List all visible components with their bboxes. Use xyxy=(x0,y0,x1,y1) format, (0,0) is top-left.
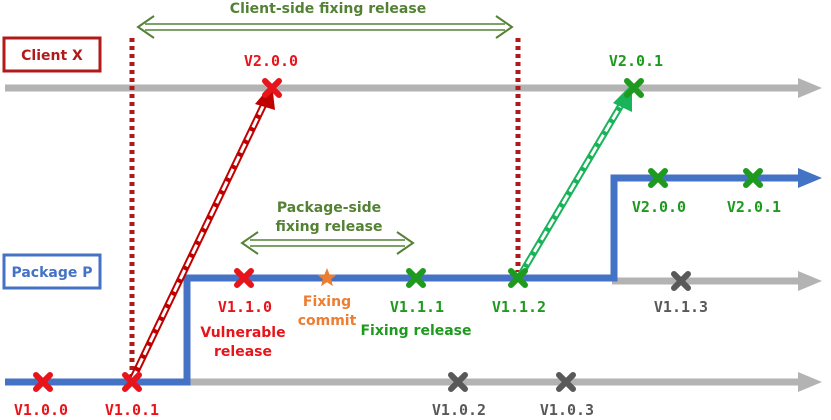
client-side-window-arrow xyxy=(136,15,514,39)
pkg-v100-label: V1.0.0 xyxy=(14,401,68,419)
pkg-v200-label: V2.0.0 xyxy=(632,198,686,216)
pkg-v110-marker xyxy=(234,268,254,288)
fixing-commit-label-1: Fixing xyxy=(303,294,351,310)
package-label: Package P xyxy=(11,265,92,281)
pkg-v102-marker xyxy=(448,372,468,392)
fixing-commit-label-2: commit xyxy=(298,313,357,329)
vulnerable-release-label-2: release xyxy=(214,344,272,360)
pkg-v102-label: V1.0.2 xyxy=(432,401,486,419)
pkg-v111-marker xyxy=(406,268,426,288)
vulnerable-release-label-1: Vulnerable xyxy=(200,325,285,341)
pkg-v112-label: V1.1.2 xyxy=(492,298,546,316)
pkg-v113-marker xyxy=(671,271,691,291)
pkg-v200-marker xyxy=(648,168,668,188)
pkg-v110-label: V1.1.0 xyxy=(218,298,272,316)
package-v11-gray-timeline xyxy=(612,271,822,291)
pkg-v113-label: V1.1.3 xyxy=(654,298,708,316)
client-dependency-path xyxy=(5,168,822,386)
pkg-v201-label: V2.0.1 xyxy=(727,198,781,216)
pkg-v201-marker xyxy=(743,168,763,188)
client-label: Client X xyxy=(21,48,83,64)
client-v200-marker xyxy=(262,78,282,98)
pkg-v112-marker xyxy=(508,268,528,288)
client-v201-label: V2.0.1 xyxy=(609,52,663,70)
pkg-v103-label: V1.0.3 xyxy=(540,401,594,419)
fixing-commit-star-icon xyxy=(317,268,337,287)
pkg-v100-marker xyxy=(33,372,53,392)
client-label-box: Client X xyxy=(2,36,102,73)
package-label-box: Package P xyxy=(2,253,102,290)
pkg-v101-marker xyxy=(122,372,142,392)
client-timeline xyxy=(5,78,822,98)
client-side-window-label: Client-side fixing release xyxy=(230,1,426,17)
pkg-v101-label: V1.0.1 xyxy=(105,401,159,419)
package-side-window-label-2: fixing release xyxy=(275,219,382,235)
pkg-v103-marker xyxy=(556,372,576,392)
package-side-window-arrow xyxy=(240,231,415,255)
pkg-v111-label: V1.1.1 xyxy=(390,298,444,316)
client-v200-label: V2.0.0 xyxy=(244,52,298,70)
client-v201-marker xyxy=(624,78,644,98)
package-side-window-label-1: Package-side xyxy=(277,200,381,216)
fixing-release-label: Fixing release xyxy=(360,323,471,339)
package-v10-gray-timeline xyxy=(185,372,822,392)
